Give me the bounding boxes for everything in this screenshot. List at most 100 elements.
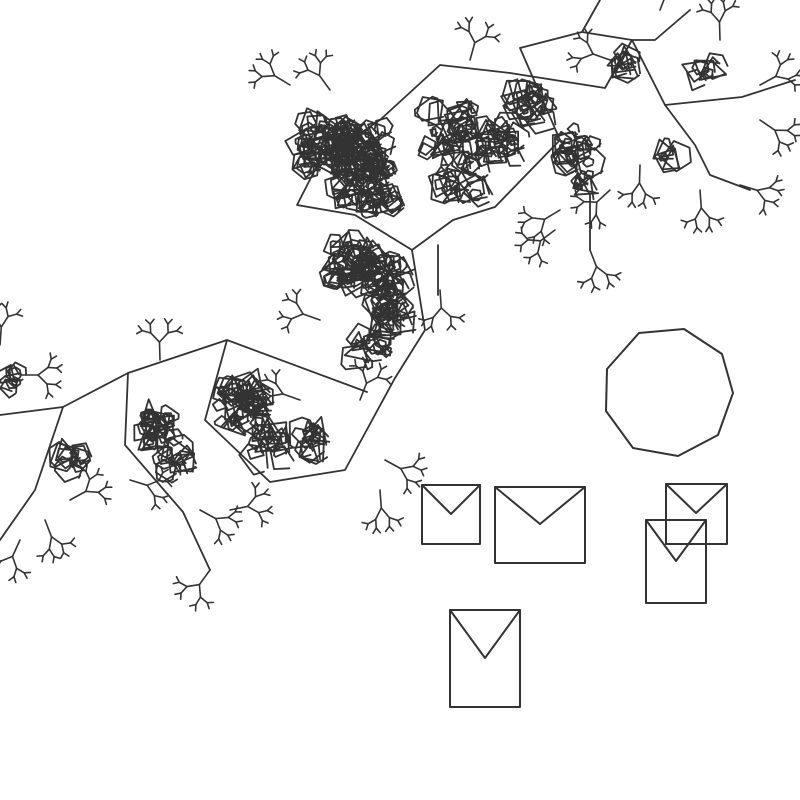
- cluster-shape: [520, 104, 529, 115]
- cluster-shape: [298, 441, 320, 463]
- branch-stroke: [275, 369, 281, 376]
- branch-stroke: [84, 490, 100, 494]
- cluster-shape: [474, 128, 500, 155]
- cluster-shape: [364, 253, 396, 283]
- branch-stroke: [795, 69, 800, 77]
- branch-stroke: [252, 64, 257, 72]
- branch-stroke: [659, 0, 665, 11]
- cluster-shape: [475, 135, 495, 157]
- cluster-shape: [71, 442, 93, 466]
- branch-stroke: [622, 192, 633, 196]
- cluster-shape: [269, 445, 295, 471]
- branch-stroke: [285, 292, 290, 301]
- branch-stroke: [527, 236, 536, 239]
- branch-stroke: [692, 226, 698, 234]
- branch-stroke: [786, 53, 791, 61]
- branch-stroke: [361, 521, 369, 525]
- branch-stroke: [54, 380, 62, 386]
- branch-stroke: [50, 535, 63, 545]
- branch-stroke: [0, 555, 14, 562]
- branch-stroke: [696, 9, 704, 13]
- branch-stroke: [103, 497, 108, 506]
- cluster-shape: [299, 433, 329, 465]
- branch-stroke: [485, 27, 490, 38]
- branch-stroke: [536, 252, 543, 262]
- cluster-shape: [156, 445, 172, 459]
- branch-stroke: [608, 282, 615, 288]
- branch-stroke: [414, 479, 423, 484]
- branch-stroke: [590, 277, 596, 288]
- cluster-shape: [353, 159, 380, 185]
- branch-stroke: [54, 383, 62, 389]
- cluster-shape: [310, 430, 322, 443]
- cluster-shape: [445, 148, 470, 175]
- branch-stroke: [406, 487, 412, 495]
- cluster-shape: [354, 166, 382, 196]
- branch-stroke: [0, 315, 9, 328]
- cluster-shape: [329, 176, 347, 196]
- branch-stroke: [47, 358, 52, 369]
- branch-stroke: [586, 28, 593, 35]
- cluster-shape: [332, 247, 351, 266]
- branch-stroke: [450, 324, 457, 331]
- cluster-shape: [352, 149, 375, 173]
- branch-stroke: [144, 319, 152, 325]
- branch-stroke: [266, 505, 273, 512]
- branch-stroke: [290, 313, 304, 320]
- branch-stroke: [583, 27, 589, 35]
- cluster-shape: [429, 127, 439, 138]
- branch-stroke: [254, 492, 265, 498]
- cluster-shape: [501, 79, 534, 106]
- branch-stroke: [536, 239, 542, 254]
- branch-stroke: [793, 134, 797, 143]
- branch-stroke: [638, 182, 647, 195]
- branch-stroke: [642, 201, 647, 209]
- branch-stroke: [261, 74, 276, 78]
- envelope-icon: [665, 483, 728, 545]
- branch-stroke: [56, 367, 63, 374]
- branch-stroke: [694, 218, 698, 229]
- branch-stroke: [573, 37, 581, 40]
- branch-stroke: [576, 200, 585, 209]
- branch-stroke: [199, 596, 209, 604]
- branch-stroke: [180, 585, 188, 594]
- cluster-shape: [496, 130, 525, 157]
- branch-stroke: [403, 487, 408, 495]
- branch-stroke: [533, 230, 542, 238]
- branch-stroke: [69, 542, 77, 548]
- branch-stroke: [543, 209, 561, 221]
- branch-stroke: [298, 69, 309, 74]
- cluster-shape: [243, 380, 275, 412]
- branch-stroke: [362, 370, 368, 385]
- branch-stroke: [263, 492, 271, 497]
- branch-stroke: [700, 207, 711, 219]
- branch-stroke: [493, 33, 501, 39]
- branch-stroke: [162, 496, 168, 504]
- branch-stroke: [374, 518, 378, 529]
- cluster-shape: [390, 278, 410, 297]
- branch-stroke: [582, 277, 593, 284]
- cluster-shape: [359, 144, 390, 176]
- branch-stroke: [458, 317, 465, 323]
- cluster-shape: [357, 194, 380, 216]
- branch-stroke: [267, 379, 277, 385]
- branch-stroke: [590, 265, 598, 280]
- cluster-shape: [391, 308, 407, 322]
- branch-stroke: [48, 535, 53, 550]
- branch-stroke: [307, 69, 321, 77]
- branch-stroke: [375, 527, 382, 534]
- branch-stroke: [567, 52, 574, 59]
- branch-stroke: [282, 315, 293, 320]
- branch-stroke: [167, 330, 178, 334]
- branch-stroke: [253, 81, 256, 89]
- branch-stroke: [5, 307, 9, 318]
- cluster-shape: [133, 420, 159, 442]
- branch-stroke: [85, 470, 91, 481]
- branch-stroke: [251, 481, 257, 489]
- branch-stroke: [219, 529, 229, 536]
- cluster-shape: [351, 124, 372, 150]
- cluster-shape: [417, 135, 437, 156]
- branch-stroke: [529, 252, 539, 259]
- branch-stroke: [287, 298, 298, 304]
- branch-stroke: [631, 201, 637, 209]
